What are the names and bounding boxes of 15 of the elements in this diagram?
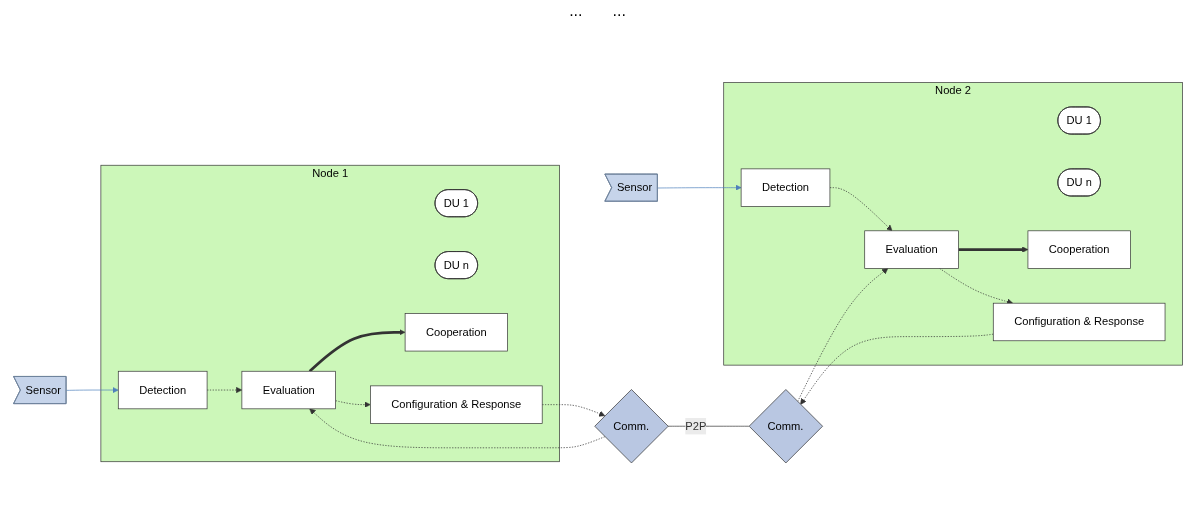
node-box: Cooperation	[404, 313, 508, 352]
node-box: Configuration & Response	[992, 303, 1165, 342]
arrow	[958, 246, 1028, 253]
ellipsis-text: ...	[612, 2, 626, 20]
node-box: Cooperation	[1027, 230, 1131, 269]
node-box: Evaluation	[241, 371, 336, 410]
node-box: Configuration & Response	[369, 385, 543, 425]
node-box: Evaluation	[863, 230, 959, 269]
node-box: Detection	[117, 371, 207, 410]
node-diamond: Comm.	[748, 389, 823, 464]
node-diamond: Comm.	[593, 389, 669, 464]
arrow	[308, 329, 405, 373]
ellipsis-text: ...	[569, 2, 583, 20]
node-box: Detection	[740, 168, 830, 208]
edge-label: P2P	[684, 420, 706, 433]
